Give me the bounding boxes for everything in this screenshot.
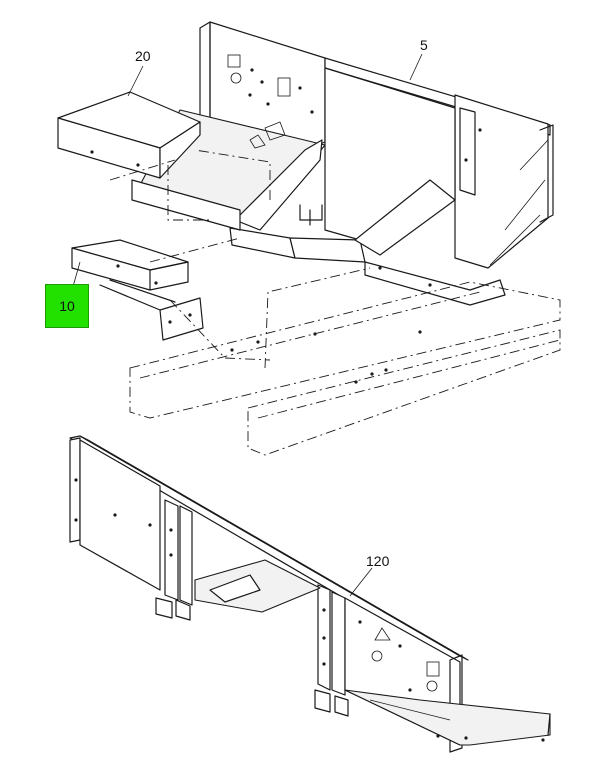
callout-20[interactable]: 20 <box>135 48 151 64</box>
part-20-tray <box>57 91 201 179</box>
part-120-assembly <box>69 435 551 753</box>
cab-support-assembly <box>139 21 554 306</box>
callout-5[interactable]: 5 <box>420 37 428 53</box>
callout-10-highlight[interactable] <box>45 284 89 328</box>
part-10-bracket <box>71 239 204 341</box>
crossmember-channel <box>131 179 241 231</box>
callout-120[interactable]: 120 <box>366 553 390 569</box>
alignment-lines <box>109 149 371 369</box>
frame-rails-phantom <box>129 281 561 456</box>
callout-10[interactable]: 10 <box>59 298 75 314</box>
leader-lines <box>71 53 423 597</box>
